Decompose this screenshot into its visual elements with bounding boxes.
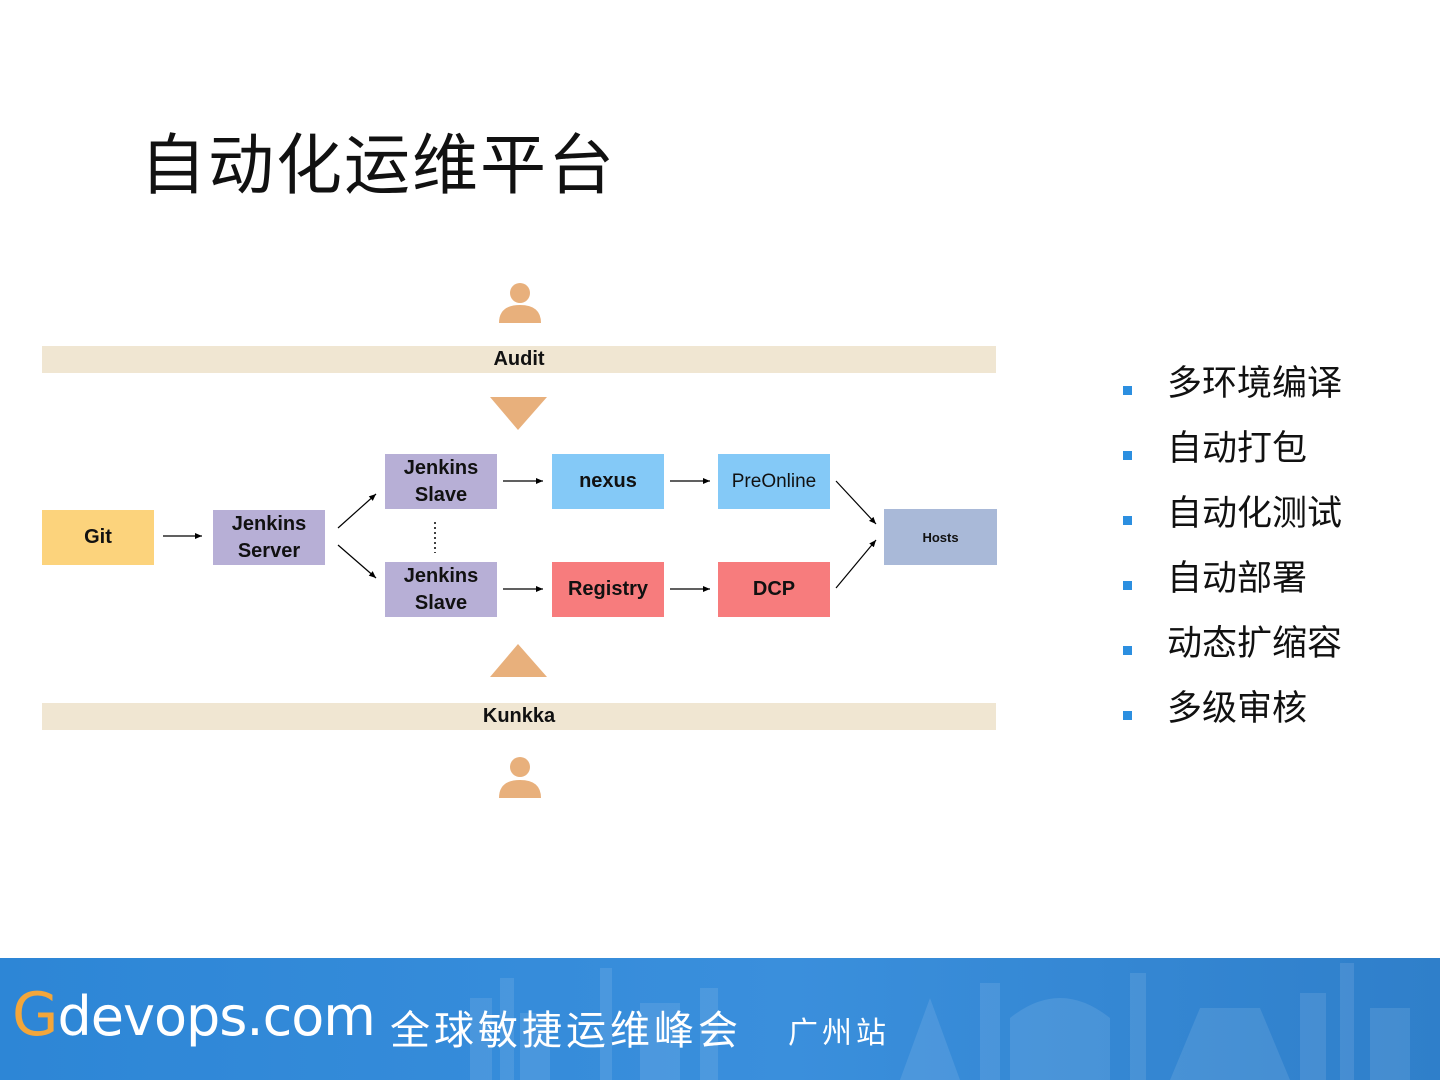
arrow-server-to-slave-bottom	[337, 544, 377, 579]
nexus-node: nexus	[552, 454, 664, 509]
footer-banner: Gdevops.com 全球敏捷运维峰会 广州站	[0, 958, 1440, 1080]
feature-label: 自动部署	[1167, 559, 1308, 599]
arrow-preonline-to-hosts	[835, 480, 877, 525]
feature-label: 多环境编译	[1167, 364, 1343, 404]
arrow-server-to-slave-top	[337, 493, 377, 529]
feature-item: 自动化测试	[1120, 485, 1342, 550]
node-label-line: Slave	[414, 483, 468, 506]
event-station: 广州站	[788, 1016, 890, 1051]
event-name: 全球敏捷运维峰会	[390, 1008, 742, 1054]
jenkins-slave-top-node: Jenkins Slave	[385, 454, 497, 509]
node-label-line: Jenkins	[403, 564, 479, 587]
logo-text: devops.com	[57, 985, 376, 1048]
feature-list: 多环境编译 自动打包 自动化测试 自动部署 动态扩缩容 多级审核	[1120, 355, 1342, 745]
feature-item: 自动打包	[1120, 420, 1342, 485]
kunkka-band: Kunkka	[42, 703, 996, 730]
audit-band: Audit	[42, 346, 996, 373]
node-label-line: Jenkins	[231, 512, 307, 535]
bullet-square-icon	[1123, 646, 1132, 655]
operator-person-icon	[499, 757, 541, 798]
feature-item: 多级审核	[1120, 680, 1342, 745]
node-label-line: Slave	[414, 591, 468, 614]
feature-label: 自动化测试	[1167, 494, 1343, 534]
hosts-node: Hosts	[884, 509, 997, 565]
feature-label: 多级审核	[1167, 689, 1308, 729]
bullet-square-icon	[1123, 451, 1132, 460]
up-triangle-icon	[490, 644, 547, 677]
bullet-square-icon	[1123, 516, 1132, 525]
bullet-square-icon	[1123, 386, 1132, 395]
feature-item: 多环境编译	[1120, 355, 1342, 420]
logo-g-letter: G	[12, 980, 58, 1050]
dcp-node: DCP	[718, 562, 830, 617]
node-label-line: Server	[237, 539, 301, 562]
jenkins-slave-bottom-node: Jenkins Slave	[385, 562, 497, 617]
feature-label: 自动打包	[1167, 429, 1308, 469]
down-triangle-icon	[490, 397, 547, 430]
node-label-line: Jenkins	[403, 456, 479, 479]
jenkins-server-node: Jenkins Server	[213, 510, 325, 565]
bullet-square-icon	[1123, 581, 1132, 590]
feature-item: 自动部署	[1120, 550, 1342, 615]
arrow-dcp-to-hosts	[835, 539, 877, 589]
feature-item: 动态扩缩容	[1120, 615, 1342, 680]
diagram-connectors	[163, 283, 877, 798]
git-node: Git	[42, 510, 154, 565]
page-title: 自动化运维平台	[140, 127, 616, 204]
city-skyline-graphic	[470, 963, 1410, 1080]
preonline-node: PreOnline	[718, 454, 830, 509]
gdevops-logo: Gdevops.com	[12, 980, 376, 1050]
reviewer-person-icon	[499, 283, 541, 323]
feature-label: 动态扩缩容	[1167, 624, 1343, 664]
bullet-square-icon	[1123, 711, 1132, 720]
registry-node: Registry	[552, 562, 664, 617]
